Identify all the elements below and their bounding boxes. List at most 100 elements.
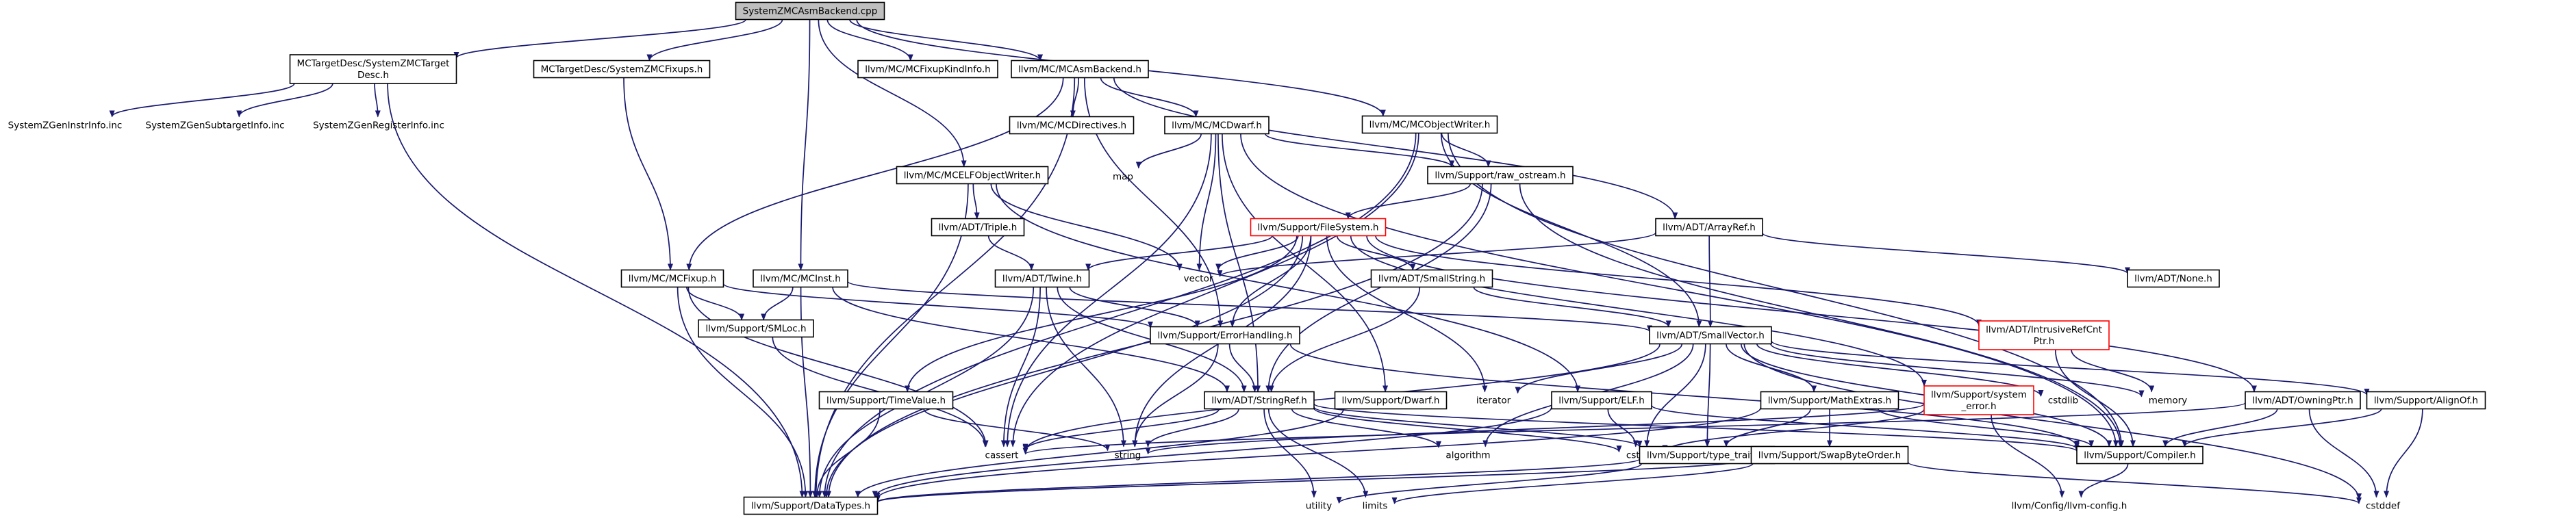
graph-node-smloc[interactable]: llvm/Support/SMLoc.h — [698, 319, 814, 338]
edge-mcfixup-to-smloc — [686, 287, 745, 321]
edge-filesystem-to-errorhandling — [1229, 235, 1312, 328]
node-box — [1649, 326, 1772, 345]
node-box — [1250, 218, 1387, 237]
edge-root-to-fixups — [646, 19, 783, 62]
graph-node-fixupkindinfo[interactable]: llvm/MC/MCFixupKindInfo.h — [857, 60, 998, 79]
graph-node-timevalue[interactable]: llvm/Support/TimeValue.h — [818, 391, 954, 410]
edge-mcdwarf-to-cassert — [1005, 133, 1212, 448]
graph-node-smallvector[interactable]: llvm/ADT/SmallVector.h — [1649, 326, 1772, 345]
graph-node-cassert[interactable]: cassert — [978, 447, 1026, 464]
node-label: string — [1115, 450, 1141, 461]
graph-node-llvmconfig[interactable]: llvm/Config/llvm-config.h — [2005, 497, 2134, 515]
edge-stringref-to-utility — [1263, 409, 1317, 498]
edge-asmbackend-to-mcfixup — [686, 77, 1064, 271]
node-box — [735, 1, 885, 21]
graph-node-cstdlib[interactable]: cstdlib — [2041, 392, 2086, 409]
graph-node-none[interactable]: llvm/ADT/None.h — [2127, 269, 2220, 288]
graph-node-swapbyteorder[interactable]: llvm/Support/SwapByteOrder.h — [1750, 445, 1909, 465]
node-label: memory — [2149, 396, 2187, 406]
graph-node-string[interactable]: string — [1108, 447, 1148, 464]
edge-mcinst-to-smloc — [761, 287, 794, 321]
node-box — [1204, 391, 1315, 410]
graph-node-filesystem[interactable]: llvm/Support/FileSystem.h — [1250, 218, 1387, 237]
edge-stringref-to-typetraits — [1313, 406, 1643, 448]
node-label: llvm/MC/MCInst.h — [760, 274, 841, 285]
node-label: llvm/Support/ELF.h — [1558, 396, 1645, 406]
graph-node-mcfixup[interactable]: llvm/MC/MCFixup.h — [620, 269, 724, 288]
edge-twine-to-string — [1046, 287, 1126, 448]
node-label: SystemZGenSubtargetInfo.inc — [146, 120, 285, 131]
graph-node-mathextras[interactable]: llvm/Support/MathExtras.h — [1760, 391, 1899, 410]
node-box — [1923, 385, 2034, 415]
edge-root-to-fixupkindinfo — [826, 19, 913, 62]
edge-arrayref-to-vector — [1217, 232, 1656, 277]
edge-objectwriter-to-rawostream — [1441, 133, 1491, 168]
graph-node-dwarf[interactable]: llvm/Support/Dwarf.h — [1334, 391, 1448, 410]
graph-node-genregisterinfo[interactable]: SystemZGenRegisterInfo.inc — [306, 117, 451, 134]
graph-node-map[interactable]: map — [1106, 168, 1140, 185]
graph-node-limits[interactable]: limits — [1356, 497, 1395, 515]
node-label: llvm/ADT/SmallString.h — [1378, 274, 1485, 285]
graph-node-stringref[interactable]: llvm/ADT/StringRef.h — [1204, 391, 1315, 410]
graph-node-compiler[interactable]: llvm/Support/Compiler.h — [2076, 445, 2204, 465]
edge-typetraits-to-utility — [1336, 463, 1643, 504]
graph-node-rawostream[interactable]: llvm/Support/raw_ostream.h — [1427, 166, 1574, 185]
node-label: llvm/MC/MCAsmBackend.h — [1018, 64, 1141, 75]
graph-node-errorhandling[interactable]: llvm/Support/ErrorHandling.h — [1150, 326, 1300, 345]
graph-node-asmbackend[interactable]: llvm/MC/MCAsmBackend.h — [1011, 60, 1149, 79]
edge-objectwriter-to-cassert — [1010, 133, 1419, 448]
node-box — [1150, 326, 1300, 345]
node-box — [896, 166, 1049, 185]
graph-node-geninstrinfo[interactable]: SystemZGenInstrInfo.inc — [1, 117, 129, 134]
node-box — [857, 60, 998, 79]
graph-node-vector[interactable]: vector — [1177, 270, 1220, 287]
graph-node-objectwriter[interactable]: llvm/MC/MCObjectWriter.h — [1361, 115, 1498, 134]
edge-stringref-to-cassert — [1022, 409, 1220, 451]
node-label: cstdlib — [2048, 396, 2078, 406]
node-label: iterator — [1476, 396, 1511, 406]
edge-swapbyteorder-to-cstddef — [1907, 461, 2362, 504]
graph-node-owningptr[interactable]: llvm/ADT/OwningPtr.h — [2245, 391, 2361, 410]
edge-mcdwarf-to-map — [1135, 133, 1202, 169]
node-label: llvm/Support/ErrorHandling.h — [1157, 331, 1292, 341]
edge-systemerror-to-llvmconfig — [1991, 414, 2065, 498]
edge-root-to-asmbackend — [849, 19, 1043, 62]
graph-node-utility[interactable]: utility — [1299, 497, 1339, 515]
graph-node-fixups[interactable]: MCTargetDesc/SystemZMCFixups.h — [533, 60, 711, 79]
node-label: algorithm — [1445, 450, 1490, 461]
graph-node-mcinst[interactable]: llvm/MC/MCInst.h — [753, 269, 848, 288]
graph-node-root[interactable]: SystemZMCAsmBackend.cpp — [735, 1, 885, 21]
edge-systemerror-to-string — [1145, 403, 1925, 455]
node-label: llvm/MC/MCObjectWriter.h — [1369, 120, 1491, 131]
graph-node-mcdwarf[interactable]: llvm/MC/MCDwarf.h — [1164, 116, 1270, 135]
graph-node-smallstring[interactable]: llvm/ADT/SmallString.h — [1370, 269, 1493, 288]
graph-node-triple[interactable]: llvm/ADT/Triple.h — [931, 218, 1025, 237]
graph-node-arrayref[interactable]: llvm/ADT/ArrayRef.h — [1655, 218, 1763, 237]
node-label: llvm/Support/Dwarf.h — [1342, 396, 1440, 406]
node-box — [2245, 391, 2361, 410]
graph-node-twine[interactable]: llvm/ADT/Twine.h — [994, 269, 1090, 288]
node-label: llvm/Support/type_traits.h — [1647, 450, 1767, 461]
graph-node-mcdirectives[interactable]: llvm/MC/MCDirectives.h — [1009, 116, 1135, 135]
graph-node-elf[interactable]: llvm/Support/ELF.h — [1551, 391, 1652, 410]
node-label: SystemZGenRegisterInfo.inc — [313, 120, 444, 131]
node-box — [1164, 116, 1270, 135]
graph-node-datatypes[interactable]: llvm/Support/DataTypes.h — [743, 496, 879, 515]
edge-timevalue-to-string — [923, 409, 1111, 452]
graph-node-alignof[interactable]: llvm/Support/AlignOf.h — [2366, 391, 2486, 410]
graph-node-memory[interactable]: memory — [2142, 392, 2195, 409]
graph-node-algorithm[interactable]: algorithm — [1439, 447, 1498, 464]
graph-node-elfobjectwriter[interactable]: llvm/MC/MCELFObjectWriter.h — [896, 166, 1049, 185]
node-box — [1011, 60, 1149, 79]
edge-elf-to-datatypes — [872, 406, 1552, 498]
graph-node-iterator[interactable]: iterator — [1469, 392, 1518, 409]
graph-node-gensubtargetinfo[interactable]: SystemZGenSubtargetInfo.inc — [139, 117, 292, 134]
edge-mcfixup-to-cassert — [687, 287, 989, 448]
node-label: MCTargetDesc/SystemZMCFixups.h — [541, 64, 703, 75]
graph-node-systemerror[interactable]: llvm/Support/system_error.h — [1923, 385, 2034, 415]
node-box — [743, 496, 879, 515]
graph-node-cstddef[interactable]: cstddef — [2359, 497, 2407, 515]
node-label: llvm/Support/SwapByteOrder.h — [1758, 450, 1901, 461]
